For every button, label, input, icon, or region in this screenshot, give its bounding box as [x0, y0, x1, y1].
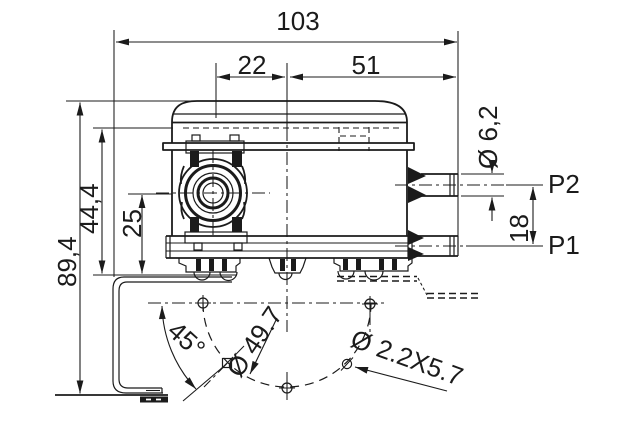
port-p2-label: P2 — [548, 169, 580, 199]
cover-hidden-port — [338, 127, 370, 151]
dim-port-spacing-label: 18 — [504, 214, 534, 243]
mount-bracket — [55, 276, 232, 396]
leader-bolt-circle — [249, 317, 278, 375]
dim-total-height-label: 89,4 — [52, 236, 82, 287]
dim-port-height-label: 25 — [117, 209, 147, 238]
bolt-hole-right — [362, 296, 378, 312]
leader-slot-size — [354, 366, 448, 392]
port-p1-label: P1 — [548, 230, 580, 260]
cover — [171, 100, 408, 151]
angle-45-reference-line — [182, 366, 224, 402]
dim-body-height-label: 44,4 — [74, 183, 104, 234]
dim-arc-45 — [158, 305, 197, 390]
dim-total-width-label: 103 — [276, 6, 319, 36]
pipe-p2 — [408, 167, 459, 203]
bolt-circle — [202, 302, 372, 388]
bracket-foot-section — [140, 396, 168, 403]
dim-right-offset-label: 51 — [352, 50, 381, 80]
rim-lip — [162, 142, 415, 151]
dim-bolt-circle-label: Ø 49.7 — [220, 301, 289, 382]
dim-slot-size-label: Ø 2.2X5.7 — [347, 323, 467, 391]
hidden-bracket-outline — [337, 275, 478, 299]
extension-lines — [66, 30, 543, 277]
pipe-p1 — [408, 230, 459, 261]
dim-left-offset-label: 22 — [238, 50, 267, 80]
centerlines — [148, 63, 506, 400]
dim-mount-angle-label: 45° — [162, 315, 211, 364]
dim-pipe-diameter-label: Ø 6,2 — [473, 105, 503, 169]
slot-hole-right — [340, 357, 354, 371]
clamp-top — [179, 134, 247, 185]
dimensions: 103 22 51 Ø 6,2 P2 18 P1 44,4 25 89,4 45… — [52, 6, 580, 402]
base-manifold — [165, 235, 413, 259]
